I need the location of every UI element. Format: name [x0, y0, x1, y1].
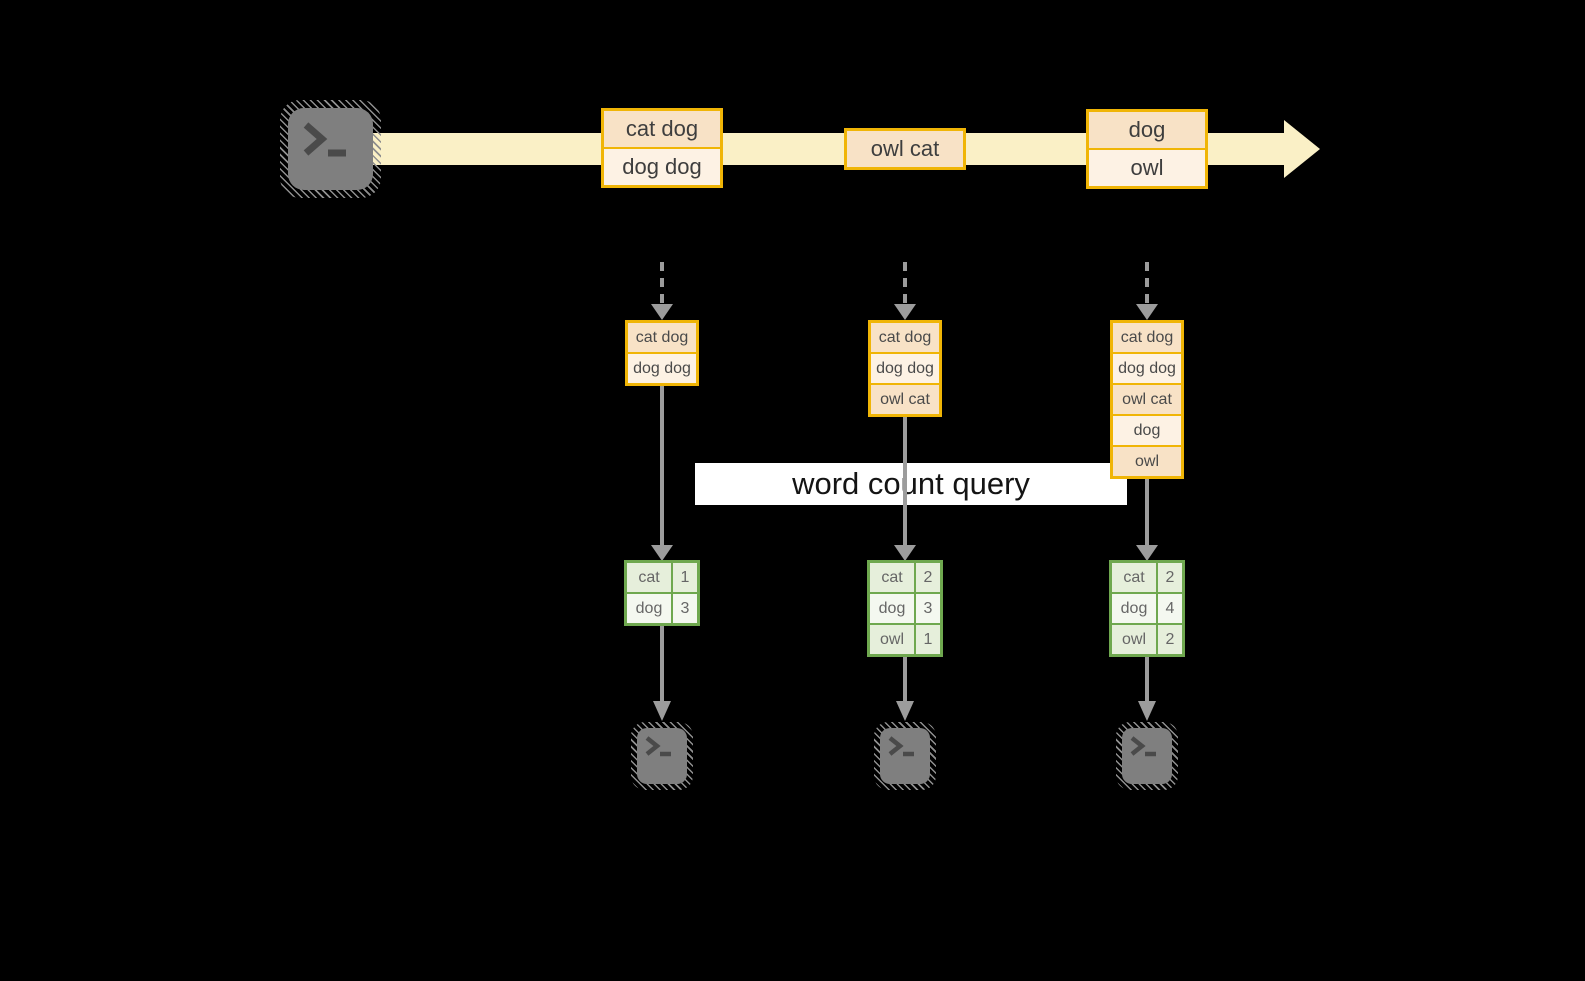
table-word-cell: owl — [1112, 625, 1156, 654]
table-word-cell: cat — [870, 563, 914, 592]
state-buffer-line: cat dog — [1113, 323, 1181, 352]
terminal-window — [288, 108, 373, 190]
query-connector-line — [903, 417, 907, 547]
terminal-prompt-icon — [1130, 736, 1156, 757]
state-buffer-line: owl cat — [1113, 385, 1181, 414]
terminal-prompt-icon — [303, 122, 346, 157]
output-connector-line — [660, 626, 664, 702]
output-terminal-icon — [631, 722, 693, 790]
table-word-cell: owl — [870, 625, 914, 654]
state-buffer-line: owl cat — [871, 385, 939, 414]
stream-message-line: owl cat — [847, 131, 963, 167]
table-count-cell: 2 — [916, 563, 940, 592]
stream-message-line: owl — [1089, 150, 1205, 186]
state-buffer-line: cat dog — [871, 323, 939, 352]
table-word-cell: dog — [627, 594, 671, 623]
state-buffer-line: dog dog — [1113, 354, 1181, 383]
query-arrowhead-icon — [894, 545, 916, 561]
table-count-cell: 4 — [1158, 594, 1182, 623]
terminal-window — [637, 728, 687, 784]
table-count-cell: 1 — [916, 625, 940, 654]
query-label-band: word count query — [695, 463, 1127, 505]
dashed-arrow — [660, 262, 664, 306]
table-word-cell: dog — [1112, 594, 1156, 623]
state-buffer-line: dog — [1113, 416, 1181, 445]
dashed-arrow — [1145, 262, 1149, 306]
output-connector-line — [903, 657, 907, 702]
source-terminal-icon — [280, 100, 381, 198]
table-count-cell: 2 — [1158, 625, 1182, 654]
state-buffer-line: owl — [1113, 447, 1181, 476]
query-label: word count query — [792, 466, 1030, 501]
stream-arrowhead-icon — [1284, 120, 1320, 178]
state-buffer-line: dog dog — [871, 354, 939, 383]
dashed-arrowhead-icon — [1136, 304, 1158, 320]
terminal-prompt-icon — [645, 736, 671, 757]
terminal-window — [1122, 728, 1172, 784]
output-arrowhead-icon — [1138, 701, 1156, 721]
output-terminal-icon — [874, 722, 936, 790]
state-buffer-line: dog dog — [628, 354, 696, 383]
terminal-window — [880, 728, 930, 784]
output-arrowhead-icon — [653, 701, 671, 721]
stream-message-line: dog dog — [604, 149, 720, 185]
stream-message-line: cat dog — [604, 111, 720, 147]
terminal-prompt-icon — [888, 736, 914, 757]
table-count-cell: 1 — [673, 563, 697, 592]
dashed-arrowhead-icon — [651, 304, 673, 320]
table-word-cell: dog — [870, 594, 914, 623]
query-connector-line — [1145, 479, 1149, 547]
stream-message-line: dog — [1089, 112, 1205, 148]
table-word-cell: cat — [1112, 563, 1156, 592]
table-count-cell: 3 — [673, 594, 697, 623]
table-word-cell: cat — [627, 563, 671, 592]
query-arrowhead-icon — [651, 545, 673, 561]
stream-message-box: owl cat — [844, 128, 966, 170]
output-terminal-icon — [1116, 722, 1178, 790]
table-count-cell: 3 — [916, 594, 940, 623]
state-buffer-line: cat dog — [628, 323, 696, 352]
output-connector-line — [1145, 657, 1149, 702]
dashed-arrow — [903, 262, 907, 306]
dashed-arrowhead-icon — [894, 304, 916, 320]
table-count-cell: 2 — [1158, 563, 1182, 592]
output-arrowhead-icon — [896, 701, 914, 721]
query-connector-line — [660, 386, 664, 547]
query-arrowhead-icon — [1136, 545, 1158, 561]
